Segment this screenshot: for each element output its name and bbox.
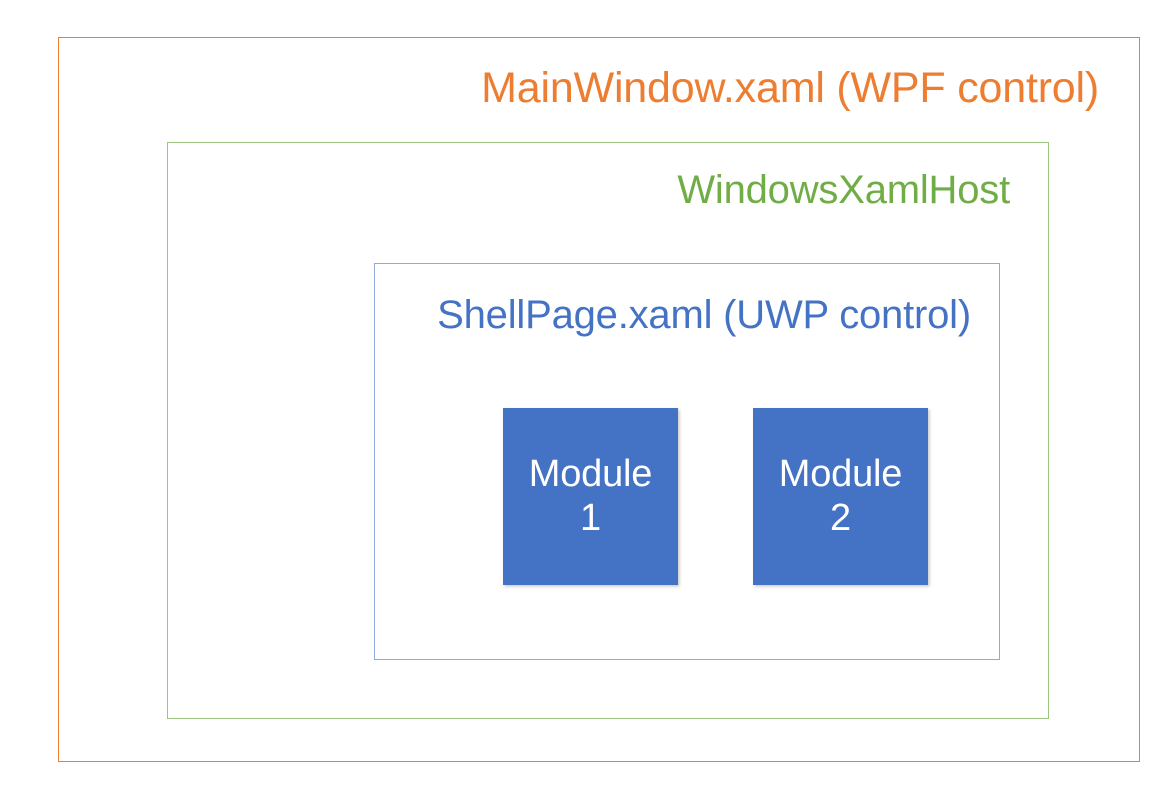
layer-windowsxamlhost: WindowsXamlHost ShellPage.xaml (UWP cont… xyxy=(167,142,1049,719)
layer-label-windowsxamlhost: WindowsXamlHost xyxy=(677,168,1010,212)
module-box-2[interactable]: Module 2 xyxy=(753,408,928,585)
module-box-1[interactable]: Module 1 xyxy=(503,408,678,585)
module-1-number: 1 xyxy=(580,496,601,539)
layer-mainwindow-wpf: MainWindow.xaml (WPF control) WindowsXam… xyxy=(58,37,1140,762)
module-2-number: 2 xyxy=(830,496,851,539)
modules-row: Module 1 Module 2 xyxy=(503,408,928,585)
layer-label-mainwindow: MainWindow.xaml (WPF control) xyxy=(481,64,1099,112)
module-1-name: Module xyxy=(528,453,653,496)
layer-label-shellpage: ShellPage.xaml (UWP control) xyxy=(437,293,971,337)
module-2-name: Module xyxy=(778,453,903,496)
layer-shellpage-uwp: ShellPage.xaml (UWP control) Module 1 Mo… xyxy=(374,263,1000,660)
